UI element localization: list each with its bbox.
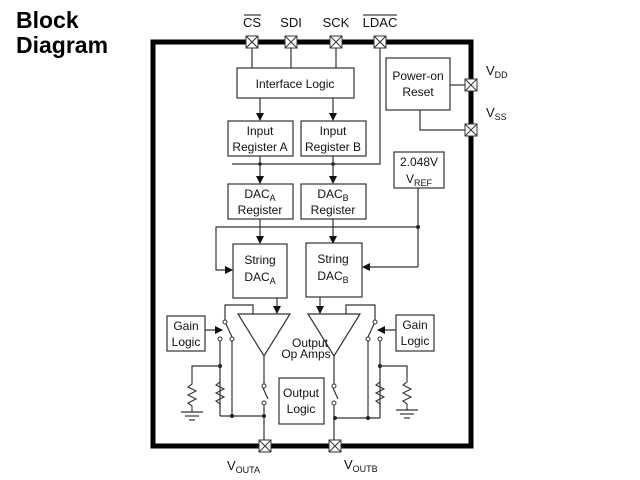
input-register-a-block [227,120,294,157]
pin-vdd-terminal [464,78,478,92]
vref-label: VREF [406,172,433,188]
pin-vss-terminal [464,123,478,137]
gain-logic-a-line1: Gain [173,319,198,333]
pin-voutb-label: VOUTB [344,457,378,474]
package-outline [150,39,474,449]
pin-cs-terminal [245,35,259,49]
pin-sck-label: SCK [323,15,350,30]
string-dac-a-line1: String [244,253,275,267]
output-logic-line1: Output [283,386,320,400]
pin-sck-terminal [329,35,343,49]
dac-register-a-block [227,183,294,220]
dac-register-a-line2: Register [238,203,283,217]
pin-sdi-terminal [284,35,298,49]
pin-cs-label: CS [243,15,261,30]
output-op-amps-line1: Output [292,336,329,350]
string-dac-b-block [305,242,363,298]
input-register-b-line1: Input [320,124,347,138]
interface-logic-label: Interface Logic [256,77,335,91]
pin-vouta-terminal [258,439,272,453]
dac-register-b-line2: Register [311,203,356,217]
ground-b-icon [395,409,419,419]
gain-logic-b-block [395,314,435,352]
title-line1: Block [16,7,79,33]
pin-vouta-label: VOUTA [227,458,260,475]
gain-logic-b-line2: Logic [401,334,430,348]
gain-logic-a-line2: Logic [172,335,201,349]
title-line2: Diagram [16,32,109,58]
pin-voutb-terminal [328,439,342,453]
diagram-title: Block Diagram [16,8,108,58]
dac-register-a-line1: DACA [244,187,275,203]
vref-block [393,151,445,189]
pin-vss-label: VSS [486,105,507,122]
dac-register-b-line1: DACB [317,187,348,203]
string-dac-a-line2: DACA [244,270,275,286]
output-logic-block [278,377,325,425]
power-on-reset-block [385,57,451,111]
op-amp-a-symbol [236,313,292,358]
gain-logic-a-block [166,315,206,352]
string-dac-a-block [232,243,288,299]
pin-ldac-label: LDAC [363,15,398,30]
interface-logic-block [236,67,355,99]
pin-ldac-terminal [373,35,387,49]
output-logic-line2: Logic [287,402,316,416]
output-op-amps-line2: Op Amps [281,347,330,361]
gain-logic-b-line1: Gain [402,318,427,332]
power-on-reset-line2: Reset [402,85,434,99]
input-register-b-block [300,120,367,157]
op-amp-b-symbol [306,313,362,358]
input-register-a-line1: Input [247,124,274,138]
power-on-reset-line1: Power-on [392,69,443,83]
pin-vdd-label: VDD [486,63,508,80]
ground-a-icon [180,411,204,421]
string-dac-b-line2: DACB [317,269,348,285]
vref-value: 2.048V [400,155,438,169]
input-register-b-line2: Register B [305,140,361,154]
input-register-a-line2: Register A [232,140,287,154]
pin-sdi-label: SDI [280,15,302,30]
string-dac-b-line1: String [317,252,348,266]
